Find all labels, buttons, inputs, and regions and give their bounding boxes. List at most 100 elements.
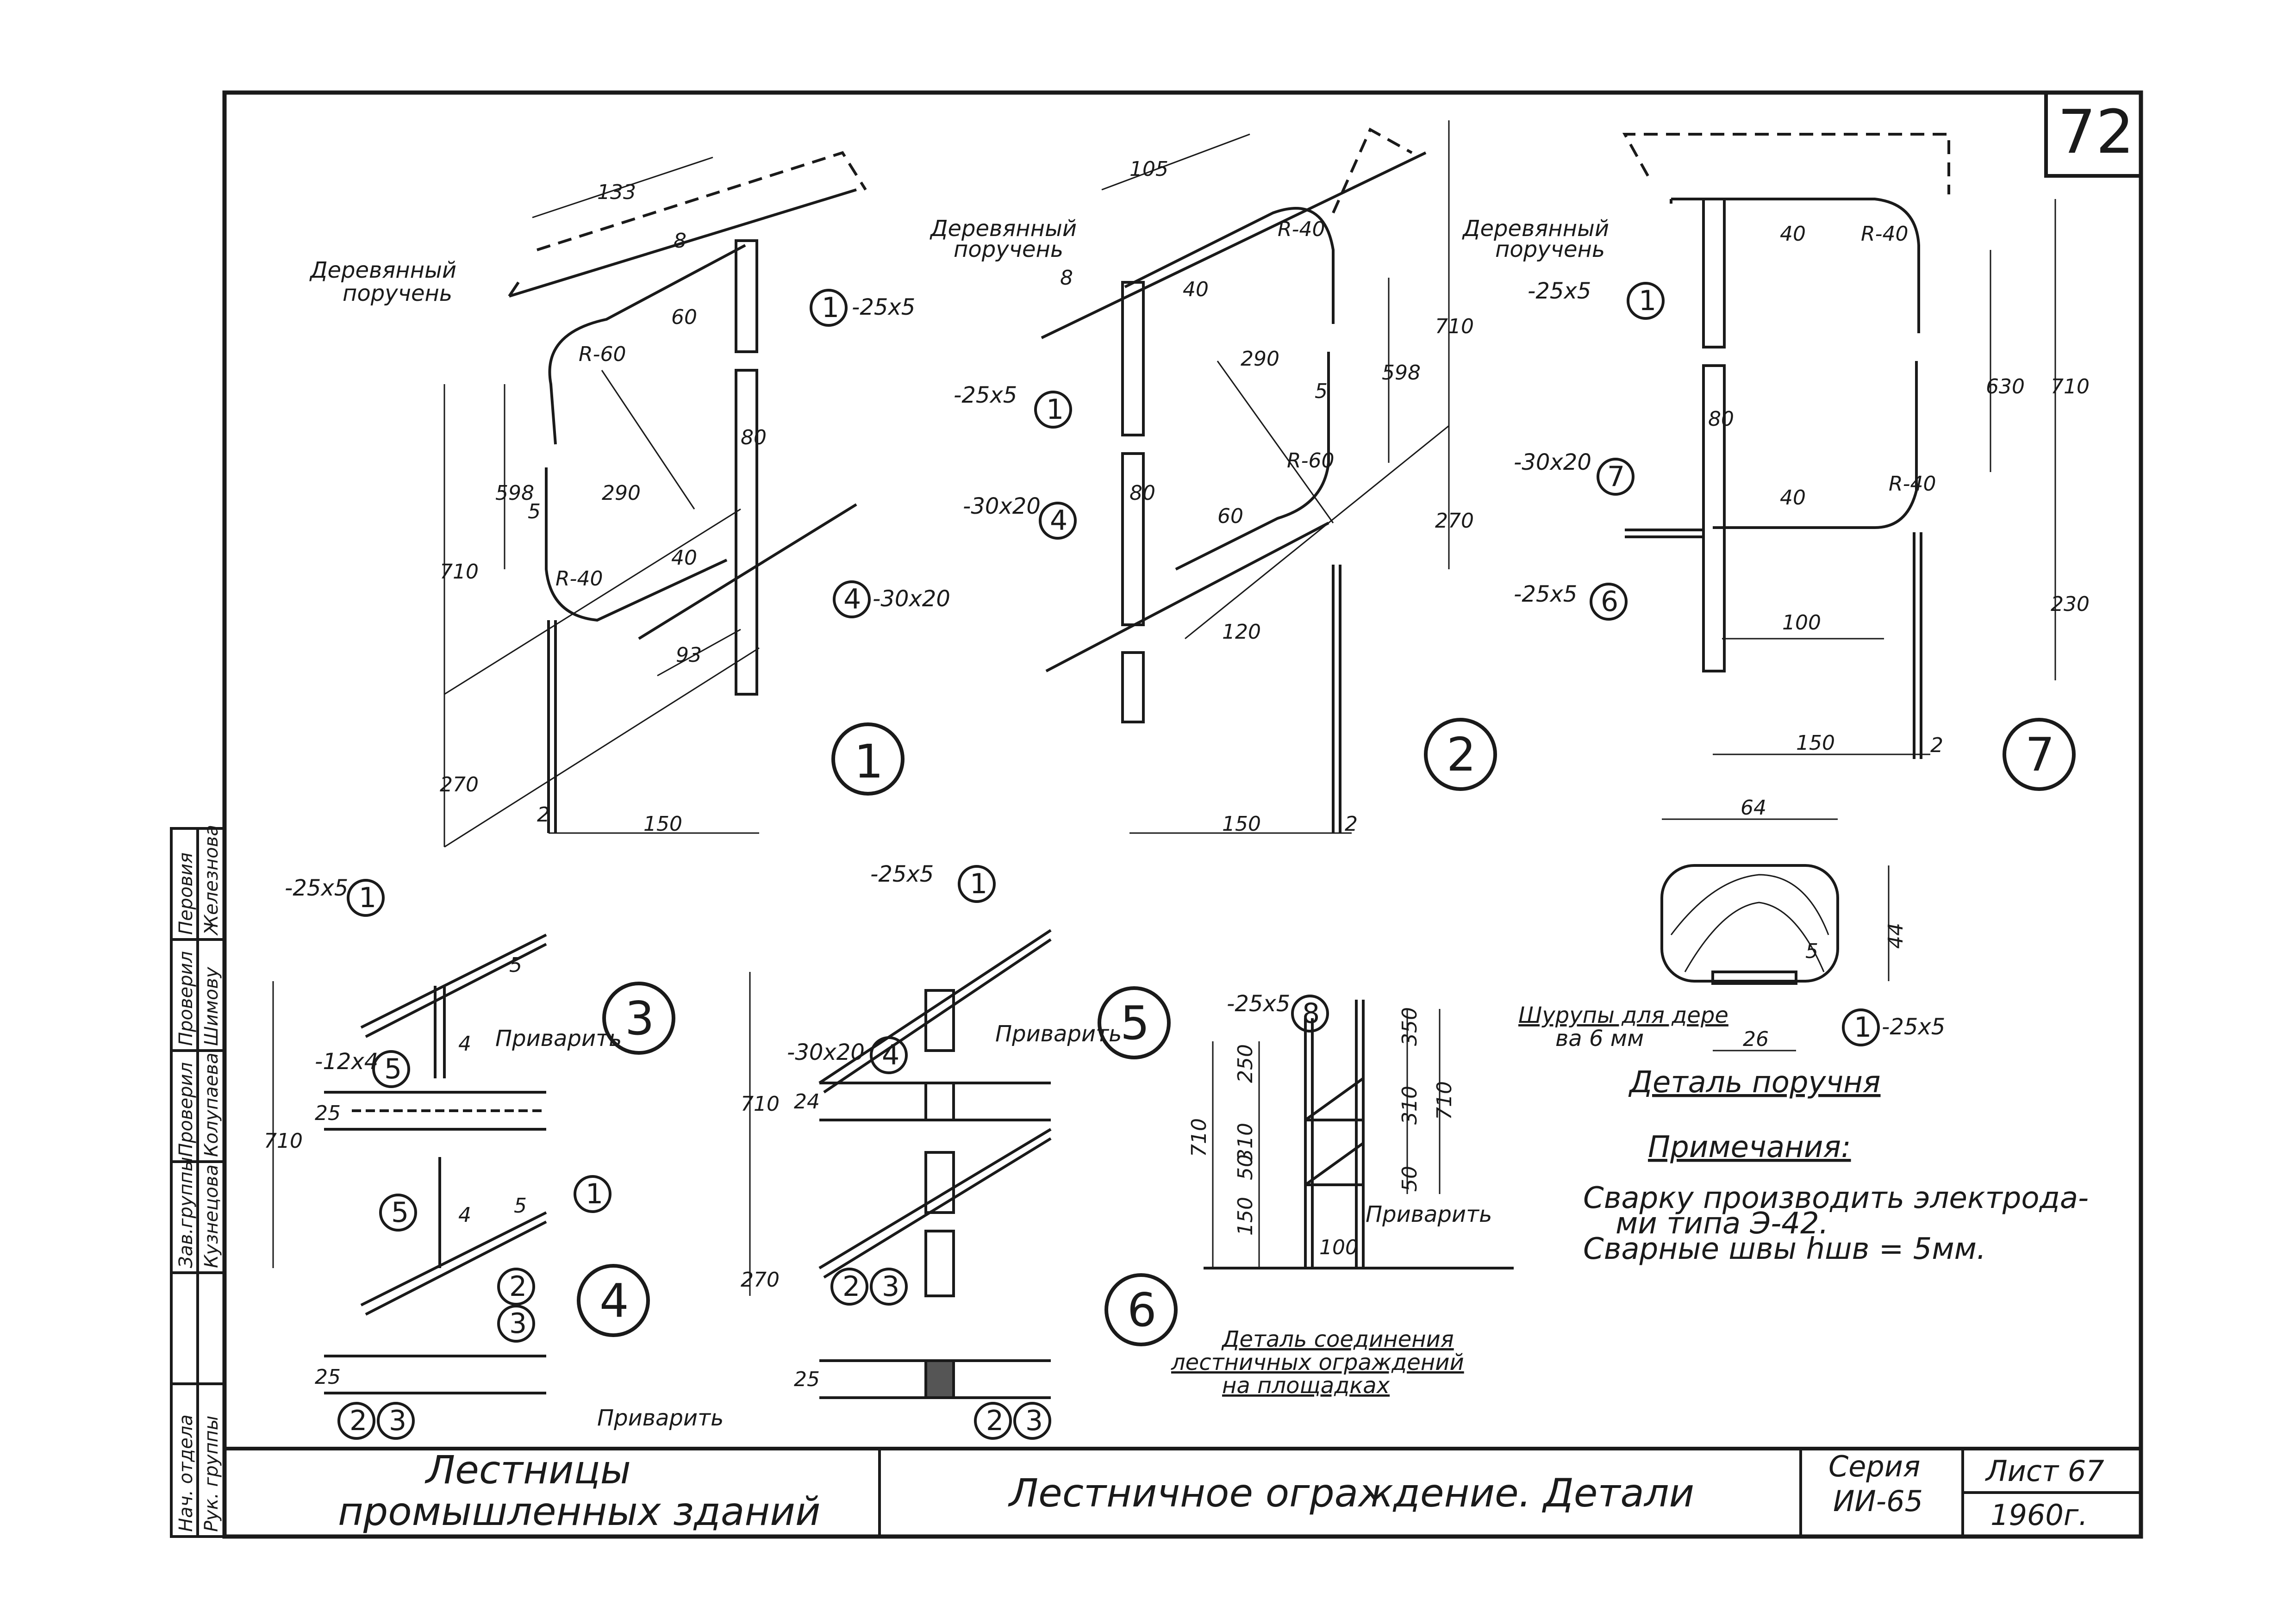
sheet-frame (225, 93, 2141, 1537)
stamp-row1-role: Нач. отдела (175, 1414, 197, 1532)
handrail-dim-64: 64 (1741, 796, 1766, 820)
d7-dim-150: 150 (1796, 731, 1835, 755)
notes-line1: Сварку производить электрода- (1583, 1181, 2089, 1215)
d1-dim-598: 598 (495, 481, 534, 505)
handrail-dim-44: 44 (1884, 923, 1908, 949)
d3-callout-1a: 1 (359, 882, 376, 914)
d1-dim-8: 8 (674, 229, 686, 253)
d1-dim-133: 133 (597, 180, 636, 204)
detail-3-4: -25x5 -12x4 Приварить 710 25 5 4 4 5 1 5… (264, 875, 724, 1438)
d5-callout-1: 1 (970, 868, 987, 900)
d3-part5-size: -12x4 (315, 1049, 378, 1075)
d6-dim-50b: 50 (1234, 1154, 1257, 1180)
d2-dim-120: 120 (1222, 620, 1261, 644)
d2-dim-5: 5 (1315, 380, 1328, 403)
d1-dim-93: 93 (676, 643, 702, 667)
stamp-row4-name: Шимову (201, 966, 222, 1046)
d1-part1-size: -25x5 (852, 294, 915, 320)
d2-dim-80: 80 (1129, 481, 1155, 505)
notes: Примечания: Сварку производить электрода… (1583, 1130, 2089, 1266)
series-value: ИИ-65 (1833, 1484, 1923, 1518)
stamp-row2-name: Кузнецова (201, 1164, 222, 1268)
d1-dim-5: 5 (528, 500, 541, 523)
detail-1: Деревянный поручень -25x5 -30x20 133 60 … (309, 153, 950, 847)
d2-dim-598: 598 (1382, 361, 1421, 385)
d6-callout-8: 8 (1302, 997, 1320, 1030)
d2-part4-size: -30x20 (963, 493, 1041, 519)
handrail-dim-5: 5 (1805, 940, 1818, 963)
d6-weld-label: Приварить (1366, 1201, 1492, 1227)
sheet-number: 72 (2058, 97, 2134, 167)
d2-handrail-label-2: поручень (954, 236, 1063, 262)
d7-part1-size: -25x5 (1528, 278, 1591, 304)
d1-part4-size: -30x20 (873, 586, 950, 612)
d6-dim-350: 350 (1398, 1007, 1422, 1046)
stamp-row2-role: Зав.группы (175, 1157, 197, 1268)
d7-dim-710: 710 (2051, 375, 2090, 398)
stamp-row3-name: Колупаева (201, 1053, 222, 1157)
d4-callout-3: 3 (509, 1307, 527, 1340)
d5-callout-4: 4 (882, 1039, 899, 1071)
d7-dim-2: 2 (1930, 734, 1943, 757)
handrail-callout-1: 1 (1854, 1011, 1872, 1044)
d7-dim-40b: 40 (1780, 486, 1806, 510)
d4-callout-2b: 2 (349, 1405, 367, 1437)
d6-caption-3: на площадках (1222, 1373, 1390, 1399)
detail-2: Деревянный поручень -25x5 -30x20 105 R-4… (930, 120, 1495, 836)
d2-part1-size: -25x5 (954, 382, 1017, 408)
d7-dim-80: 80 (1708, 407, 1734, 431)
d6-dim-710b: 710 (1187, 1118, 1211, 1157)
stamp-row1-role2: Рук. группы (201, 1416, 222, 1532)
d3-part1-size: -25x5 (285, 875, 348, 901)
d2-dim-R60: R-60 (1287, 449, 1334, 473)
d6-number: 6 (1127, 1283, 1157, 1337)
d7-handrail-label-2: поручень (1495, 236, 1605, 262)
notes-line2: ми типа Э-42. (1616, 1207, 1828, 1241)
notes-heading: Примечания: (1648, 1130, 1851, 1164)
d7-handrail-label-1: Деревянный (1462, 216, 1609, 242)
d7-callout-7: 7 (1607, 460, 1625, 493)
d3-number: 3 (625, 991, 655, 1045)
d1-callout-4: 4 (843, 583, 861, 616)
d6-dim-310b: 310 (1234, 1123, 1257, 1162)
d6-dim-100: 100 (1319, 1236, 1358, 1259)
d6-part8-size: -25x5 (1227, 991, 1290, 1017)
d1-dim-270: 270 (440, 773, 479, 796)
d4-callout-3b: 3 (389, 1405, 406, 1437)
project-line1: Лестницы (424, 1447, 631, 1493)
detail-5: -25x5 -30x20 Приварить 710 24 270 25 1 4… (741, 861, 1169, 1438)
sheet-number-box (2046, 93, 2141, 176)
d2-dim-710: 710 (1435, 315, 1474, 338)
detail-7: Деревянный поручень -25x5 -30x20 -25x5 4… (1462, 134, 2090, 789)
project-line2: промышленных зданий (338, 1489, 820, 1534)
d5-callout-2: 2 (842, 1270, 860, 1303)
d5-callout-3: 3 (882, 1270, 899, 1303)
d3-dim-4a: 4 (458, 1032, 471, 1056)
d2-number: 2 (1447, 728, 1476, 782)
d6-dim-250: 250 (1234, 1044, 1257, 1083)
d7-dim-100: 100 (1782, 611, 1821, 635)
d1-handrail-label-2: поручень (343, 280, 452, 306)
stamp-row4-role: Проверил (175, 951, 197, 1046)
d5-dim-270: 270 (741, 1268, 780, 1292)
d5-callout-3b: 3 (1025, 1405, 1043, 1437)
d2-dim-150: 150 (1222, 812, 1261, 836)
d1-handrail-label-1: Деревянный (309, 257, 456, 283)
drawing-title: Лестничное ограждение. Детали (1008, 1470, 1694, 1516)
d6-dim-310a: 310 (1398, 1086, 1422, 1125)
stamp-texts: Нач. отдела Рук. группы Зав.группы Кузне… (175, 825, 222, 1532)
year: 1960г. (1990, 1498, 2088, 1532)
d5-dim-710: 710 (741, 1092, 780, 1116)
d5-callout-2b: 2 (986, 1405, 1004, 1437)
handrail-caption: Деталь поручня (1628, 1065, 1881, 1100)
d6-dim-150: 150 (1234, 1197, 1257, 1236)
d1-dim-290: 290 (602, 481, 641, 505)
d2-dim-60: 60 (1217, 504, 1243, 528)
d2-dim-8: 8 (1060, 266, 1073, 290)
d6-dim-50a: 50 (1398, 1166, 1422, 1192)
d4-dim-25: 25 (315, 1365, 341, 1389)
handrail-part1-size: -25x5 (1882, 1014, 1945, 1040)
stamp-row5-name: Железнова (201, 825, 222, 936)
d2-handrail-label-1: Деревянный (930, 216, 1077, 242)
